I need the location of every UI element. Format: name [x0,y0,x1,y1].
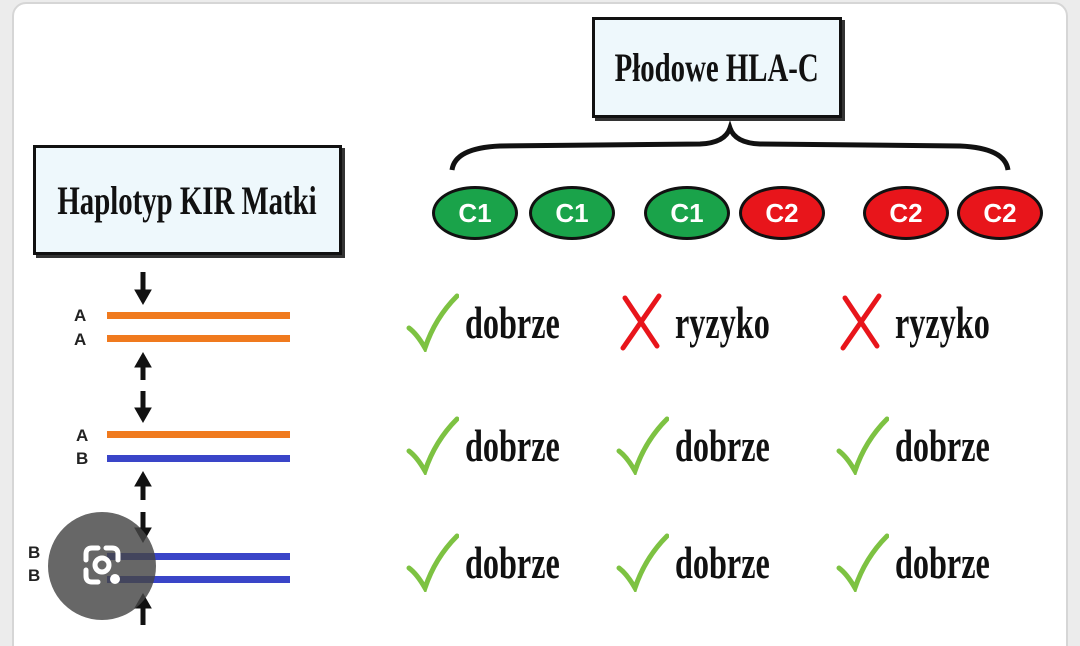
haplotype-label: A [76,426,89,445]
haplotype-line-a [107,312,290,319]
haplotype-line-b [107,553,290,560]
check-icon [406,533,459,592]
outcome-cell: dobrze [615,415,810,475]
outcome-cell: ryzyko [615,292,810,352]
arrows [134,272,152,625]
haplotype-label: B [28,566,41,585]
curly-brace [449,120,1011,171]
cross-icon [840,293,882,351]
allele-label: C2 [765,197,799,228]
allele-label: C1 [458,197,492,228]
allele-label: C2 [983,197,1017,228]
arrow-down-icon [134,272,152,306]
haplotype-label: B [76,449,89,468]
arrow-up-icon [134,470,152,500]
haplotype-line-a [107,431,290,438]
outcome-cell: dobrze [405,415,600,475]
haplotype-line-a [107,335,290,342]
fetal-hla-c-box: Płodowe HLA-C [592,17,842,118]
outcome-label: dobrze [895,419,990,471]
allele-label: C2 [889,197,923,228]
check-icon [616,533,669,592]
check-icon [406,416,459,475]
outcome-label: ryzyko [675,296,770,348]
haplotype-label: A [74,330,87,349]
outcome-cell: dobrze [835,532,1030,592]
check-icon [616,416,669,475]
allele-c1: C1 [644,186,730,240]
haplotype-label: A [74,306,87,325]
arrow-down-icon [134,391,152,424]
haplotype-line-b [107,576,290,583]
haplotype-line-b [107,455,290,462]
cross-icon [620,293,662,351]
check-icon [836,533,889,592]
maternal-kir-box: Haplotyp KIR Matki [33,145,342,255]
check-icon [406,293,459,352]
outcome-cell: dobrze [405,532,600,592]
fetal-hla-c-title: Płodowe HLA-C [615,45,820,90]
outcome-cell: dobrze [615,532,810,592]
outcome-label: dobrze [465,296,560,348]
camera-lens-icon [83,545,121,585]
outcome-label: dobrze [895,536,990,588]
outcome-cell: ryzyko [835,292,1030,352]
outcome-label: dobrze [675,419,770,471]
outcome-label: dobrze [465,419,560,471]
maternal-kir-title: Haplotyp KIR Matki [57,177,318,223]
outcome-label: ryzyko [895,296,990,348]
image-frame [12,2,1068,646]
allele-c2: C2 [863,186,949,240]
lens-search-button[interactable] [48,512,156,620]
allele-c2: C2 [739,186,825,240]
allele-c1: C1 [432,186,518,240]
allele-label: C1 [555,197,589,228]
allele-c2: C2 [957,186,1043,240]
outcome-label: dobrze [675,536,770,588]
allele-c1: C1 [529,186,615,240]
allele-label: C1 [670,197,704,228]
arrow-up-icon [134,351,152,380]
outcome-label: dobrze [465,536,560,588]
check-icon [836,416,889,475]
outcome-cell: dobrze [835,415,1030,475]
haplotype-label: B [28,543,41,562]
outcome-cell: dobrze [405,292,600,352]
